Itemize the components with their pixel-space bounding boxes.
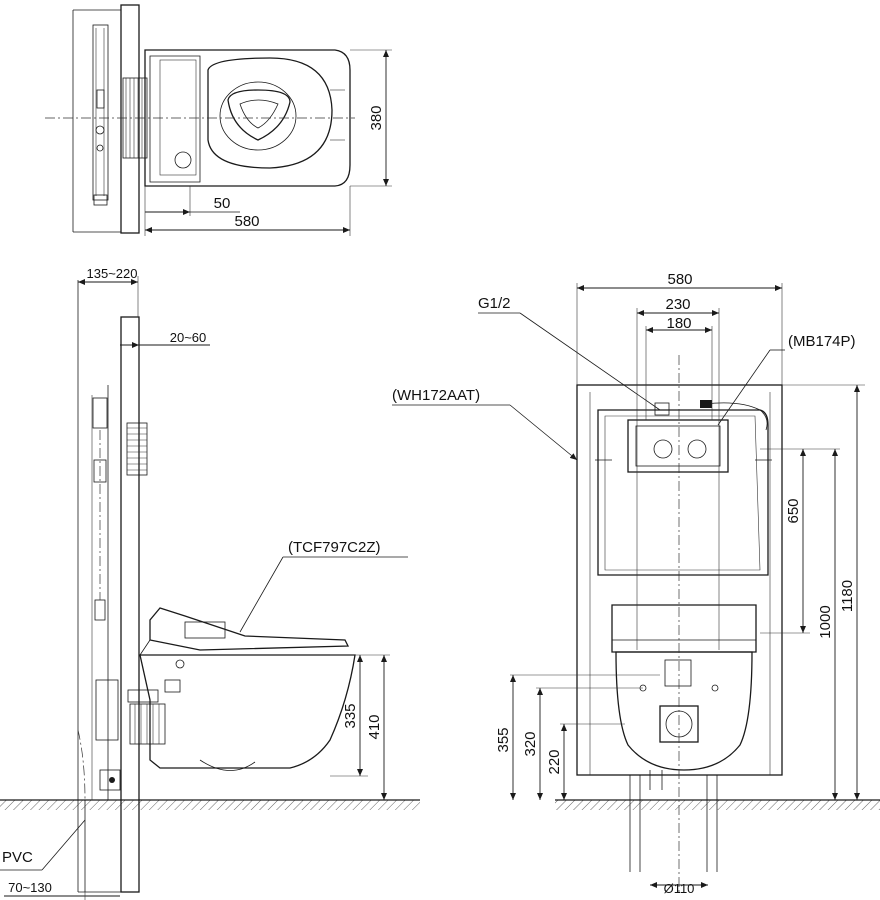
top-seat-back bbox=[149, 55, 201, 183]
dim-h-355: 355 bbox=[495, 727, 512, 752]
dim-h-220: 220 bbox=[546, 749, 563, 774]
front-floor-hatch bbox=[555, 800, 880, 810]
side-seat bbox=[149, 607, 350, 651]
front-flush-plate bbox=[627, 419, 729, 473]
top-frame-detail bbox=[93, 28, 108, 206]
dim-width-180: 180 bbox=[666, 315, 691, 332]
label-frame-model: (WH172AAT) bbox=[392, 387, 480, 404]
front-frame-outline bbox=[576, 384, 783, 776]
label-pipe: PVC bbox=[2, 849, 33, 866]
top-round-port bbox=[174, 151, 192, 169]
top-view: 380 50 580 bbox=[45, 4, 392, 236]
side-bowl-profile bbox=[139, 654, 356, 769]
front-frame-legs bbox=[629, 770, 718, 872]
side-fittings bbox=[127, 659, 185, 745]
front-view: 580 230 180 650 1000 1180 355 320 bbox=[392, 271, 880, 896]
label-supply: G1/2 bbox=[478, 295, 511, 312]
dim-width-580-top: 580 bbox=[234, 213, 259, 230]
top-wall-rect bbox=[120, 4, 140, 234]
top-bowl-inner bbox=[227, 89, 291, 141]
dim-width-230: 230 bbox=[665, 296, 690, 313]
dim-frame-width: 580 bbox=[667, 271, 692, 288]
dim-h-650: 650 bbox=[785, 498, 802, 523]
top-bowl-opening bbox=[219, 81, 297, 151]
dim-rim-height: 410 bbox=[366, 714, 383, 739]
dim-h-1000: 1000 bbox=[817, 605, 834, 638]
side-hatch-block bbox=[126, 422, 148, 476]
dim-drain-dia: Ø110 bbox=[664, 881, 695, 896]
dim-seat-offset: 20~60 bbox=[170, 330, 207, 345]
front-cistern bbox=[597, 409, 769, 576]
top-seat-ring bbox=[207, 57, 333, 169]
label-seat-model: (TCF797C2Z) bbox=[288, 539, 381, 556]
label-plate-model: (MB174P) bbox=[788, 333, 856, 350]
dim-depth-380: 380 bbox=[368, 105, 385, 130]
top-frame-mechanics bbox=[92, 24, 109, 201]
side-frame bbox=[91, 385, 121, 800]
dim-floor-pipe: 70~130 bbox=[8, 880, 52, 895]
dim-h-320: 320 bbox=[522, 731, 539, 756]
front-flush-button-right bbox=[687, 439, 707, 459]
dim-wall-depth: 135~220 bbox=[87, 266, 138, 281]
dim-h-1180: 1180 bbox=[839, 580, 856, 612]
side-floor-hatch bbox=[0, 800, 420, 810]
dim-bowl-height: 335 bbox=[342, 703, 359, 728]
dim-offset-50: 50 bbox=[214, 195, 231, 212]
front-seat-block bbox=[611, 604, 757, 653]
front-flush-button-left bbox=[653, 439, 673, 459]
front-supply-valve bbox=[654, 402, 670, 416]
side-view: 135~220 20~60 335 410 (TCF797C2Z) PVC 70… bbox=[0, 266, 420, 900]
front-bowl bbox=[615, 651, 753, 771]
top-toilet-outline bbox=[144, 49, 351, 187]
side-wall bbox=[120, 316, 140, 893]
